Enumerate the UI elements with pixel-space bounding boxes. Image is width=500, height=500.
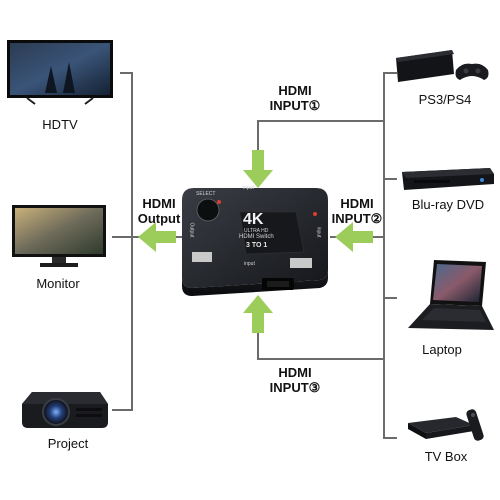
hdmi-output-line2: Output [137,211,181,226]
bluray-player-icon [402,168,494,190]
tv-box-icon [408,409,484,441]
hdmi-output-line1: HDMI [142,196,176,211]
tv-box-label: TV Box [424,449,468,464]
switch-ports: 3 TO 1 [246,242,268,249]
input2-arrow-icon [335,222,373,252]
hdmi-input-1-line1: HDMI [278,83,312,98]
left-vertical-line [131,72,133,410]
monitor-icon [12,205,106,267]
ps-label: PS3/PS4 [418,92,472,107]
hdtv-icon [7,40,113,105]
laptop-icon [408,260,494,330]
hdmi-input-2-label: HDMI INPUT② [324,196,390,226]
output-arrow-icon [138,222,176,252]
left-hdtv-line [120,72,133,74]
switch-title-name: HDMI [239,234,255,240]
hdmi-input-3-label: HDMI INPUT③ [262,365,328,395]
right-bluray-line [383,178,397,180]
ps-console-icon [396,50,489,82]
hdmi-input-1-line2: INPUT① [269,98,321,113]
hdmi-output-label: HDMI Output [134,196,184,226]
hdmi-input-2-line2: INPUT② [331,211,383,226]
hdmi-input-2-line1: HDMI [340,196,374,211]
right-laptop-line [383,297,397,299]
input3-vertical-line [257,330,259,359]
switch-badge: 4K [243,211,264,228]
hdmi-input-3-line1: HDMI [278,365,312,380]
hdmi-input-3-line2: INPUT③ [269,380,321,395]
input3-arrow-icon [243,295,273,333]
switch-input-label-3: input [244,261,255,267]
switch-output-label: Output [188,222,195,238]
switch-input-label-1: input [243,185,254,191]
hdmi-input-1-label: HDMI INPUT① [262,83,328,113]
switch-input-label-2: input [315,226,322,238]
bluray-label: Blu-ray DVD [411,197,485,212]
switch-select-label: SELECT [196,191,216,197]
input1-horizontal-line [257,120,384,122]
laptop-label: Laptop [422,342,462,357]
input1-vertical-line [257,120,259,150]
switch-subtitle: ULTRA HD [244,228,269,234]
input3-horizontal-line [257,358,384,360]
right-tvbox-line [383,437,397,439]
left-monitor-line [112,236,133,238]
monitor-label: Monitor [36,276,80,291]
projector-icon [22,392,108,428]
input1-arrow-icon [243,150,273,188]
right-vertical-line [383,72,385,438]
hdmi-switch [182,188,328,296]
right-ps-line [383,72,397,74]
left-projector-line [112,409,133,411]
switch-title-suffix: Switch [256,234,274,240]
switch-title: HDMI Switch [239,234,274,240]
hdtv-label: HDTV [42,117,78,132]
projector-label: Project [47,436,89,451]
